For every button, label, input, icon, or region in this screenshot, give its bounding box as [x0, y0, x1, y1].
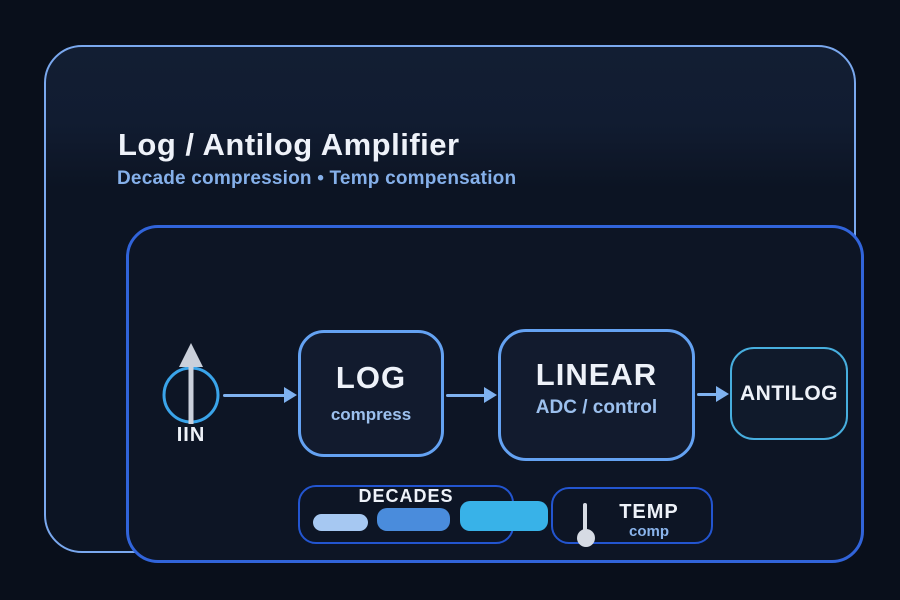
decade-bar-small — [313, 514, 368, 531]
decades-label: DECADES — [358, 486, 454, 506]
log-block-title: LOG — [335, 360, 407, 395]
arrow-shaft — [697, 392, 718, 396]
decades-box: DECADES — [298, 485, 548, 544]
temp-sublabel: comp — [628, 523, 669, 540]
page-subtitle: Decade compression • Temp compensation — [117, 168, 517, 189]
linear-block-title: LINEAR — [535, 357, 658, 392]
decade-bar-medium — [377, 508, 450, 531]
decade-bar-large — [460, 501, 548, 531]
log-block: LOG compress — [298, 330, 444, 457]
log-block-subtitle: compress — [330, 405, 412, 424]
antilog-block-title: ANTILOG — [740, 382, 838, 405]
current-source-label: IIN — [176, 424, 206, 446]
linear-block-subtitle: ADC / control — [535, 397, 658, 418]
arrow-head-icon — [716, 386, 729, 402]
arrow-head-icon — [484, 387, 497, 403]
arrow-head-icon — [284, 387, 297, 403]
page-title: Log / Antilog Amplifier — [118, 127, 460, 162]
flow-arrow-linear-to-antilog — [697, 386, 729, 402]
current-source-icon — [162, 343, 220, 424]
linear-block: LINEAR ADC / control — [498, 329, 695, 461]
antilog-block: ANTILOG — [730, 347, 848, 440]
temp-comp-box: TEMP comp — [551, 487, 713, 547]
flow-arrow-log-to-linear — [446, 387, 497, 403]
thermometer-icon — [583, 503, 587, 532]
temp-text-group: TEMP comp — [601, 501, 697, 541]
temp-label: TEMP — [619, 501, 679, 523]
arrow-shaft — [446, 393, 486, 397]
amplifier-card: Log / Antilog Amplifier Decade compressi… — [44, 45, 864, 563]
arrow-shaft — [223, 393, 286, 397]
thermometer-bulb-icon — [577, 529, 595, 547]
flow-arrow-source-to-log — [223, 387, 297, 403]
